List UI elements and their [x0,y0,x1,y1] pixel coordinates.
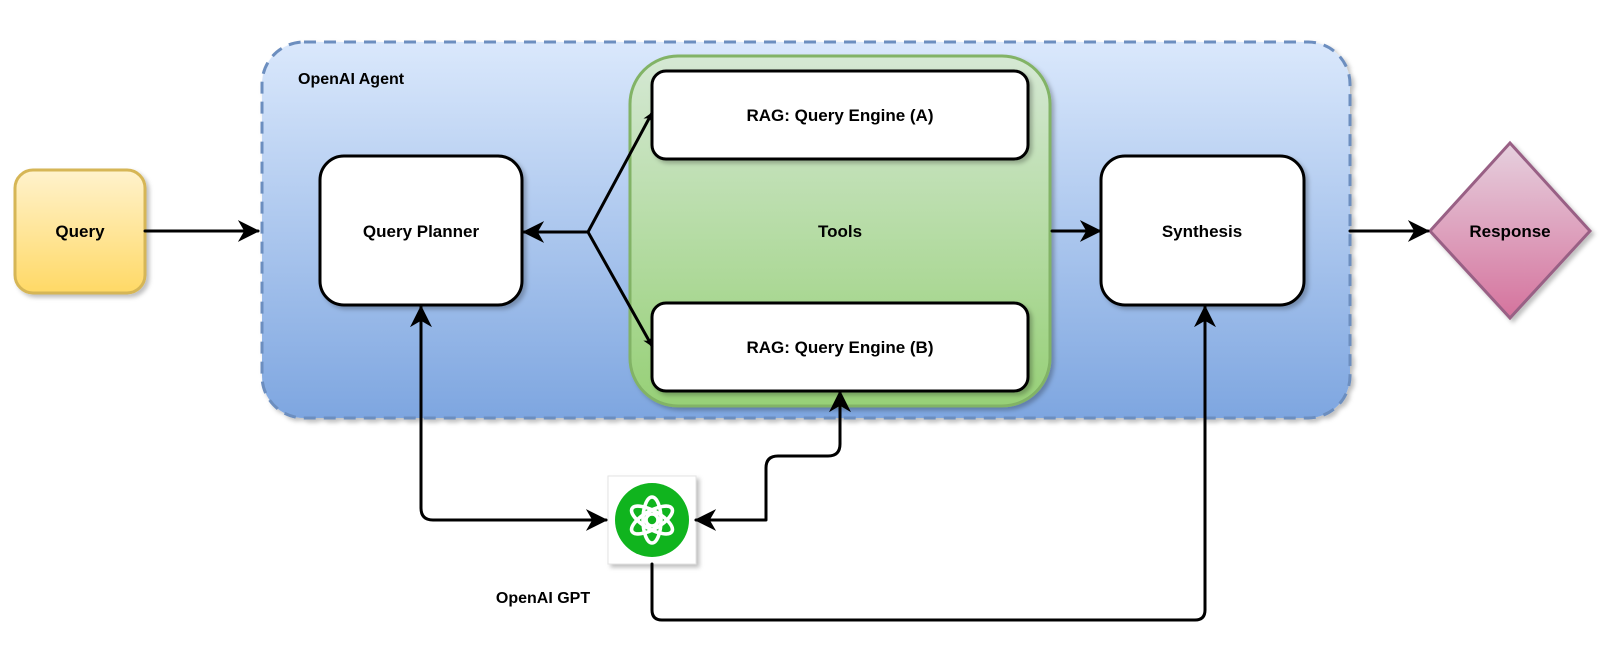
edge-planner-gpt [410,305,608,531]
tools-label: Tools [818,222,862,241]
synthesis-label: Synthesis [1162,222,1242,241]
edge-gpt-engine-b [694,390,851,531]
edge-gpt-synthesis [650,305,1216,622]
edge-split-engine-b [586,230,654,348]
gpt-node [607,475,697,565]
edge-split-engine-a [586,111,654,234]
response-node [1427,140,1593,321]
response-label: Response [1469,222,1550,241]
engine-a-label: RAG: Query Engine (A) [746,106,933,125]
query-planner-node [318,154,524,307]
query-planner-label: Query Planner [363,222,480,241]
gpt-label: OpenAI GPT [496,590,590,607]
engine-b-label: RAG: Query Engine (B) [746,338,933,357]
connectors [143,111,1430,622]
query-label: Query [55,222,105,241]
openai-logo-icon [629,495,675,545]
agent-label: OpenAI Agent [298,71,405,88]
